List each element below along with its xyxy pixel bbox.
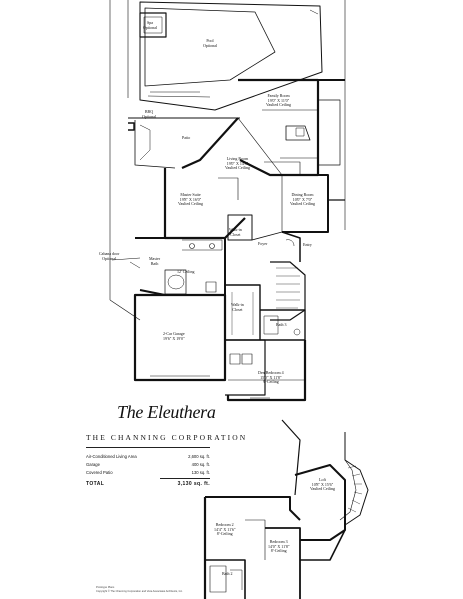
footnote: Prototype Plans [96,586,115,589]
cabana-door-label: Cabana door Optional [99,251,120,261]
area-row-value: 2,600 sq. ft. [188,454,210,459]
pool-label: Pool Optional [203,38,217,48]
master-suite-label: Master Suite 19'8" X 16'0" Vaulted Ceili… [178,192,203,206]
total-label: TOTAL [86,481,105,487]
entry-label: Entry [303,242,312,247]
garage-label: 2-Car Garage 19'6" X 19'0" [163,331,185,341]
living-room-label: Living Room 19'0" X 14'8" Vaulted Ceilin… [225,156,250,170]
area-row-label: Covered Patio [86,470,113,475]
footnote: Copyright © The Channing Corporation and… [96,590,183,593]
bbq-label: BBQ Optional [142,109,156,119]
dining-room-label: Dining Room 10'0" X 7'0" Vaulted Ceiling [290,192,315,206]
bath-2-label: Bath 2 [222,571,233,576]
company-name: THE CHANNING CORPORATION [86,433,248,442]
walk-in-closet-2-label: Walk-in Closet [231,302,244,312]
divider [160,478,210,479]
plan-title: The Eleuthera [117,402,216,422]
area-row: Garage 400 sq. ft. [86,462,210,467]
foyer-label: Foyer [258,241,268,246]
total-row: TOTAL 3,130 sq. ft. [86,481,210,487]
spa-label: Spa Optional [143,20,157,30]
area-row: Air-Conditioned Living Area 2,600 sq. ft… [86,454,210,459]
divider [86,447,210,448]
area-row-value: 400 sq. ft. [191,462,210,467]
area-row-label: Air-Conditioned Living Area [86,454,137,459]
total-value: 3,130 sq. ft. [177,481,210,487]
family-room-label: Family Room 19'0" X 11'0" Vaulted Ceilin… [266,93,291,107]
area-row-label: Garage [86,462,100,467]
ceiling-label: 12' Ceiling [177,269,195,274]
bedroom-3-label: Bedroom 3 14'0" X 11'8" 8'-Ceiling [268,539,290,553]
area-row-value: 130 sq. ft. [191,470,210,475]
patio-label: Patio [182,135,191,140]
bath-3-label: Bath 3 [276,322,287,327]
area-row: Covered Patio 130 sq. ft. [86,470,210,475]
walk-in-closet-label: Walk-in Closet [229,227,242,237]
master-bath-label: Master Bath [149,256,161,266]
loft-label: Loft 10'8" X 15'6" Vaulted Ceiling [310,477,335,491]
den-bedroom-label: Den/Bedroom 4 15'0" X 11'8" 9'-Ceiling [258,370,284,384]
bedroom-2-label: Bedroom 2 14'4" X 11'6" 8'-Ceiling [214,522,236,536]
